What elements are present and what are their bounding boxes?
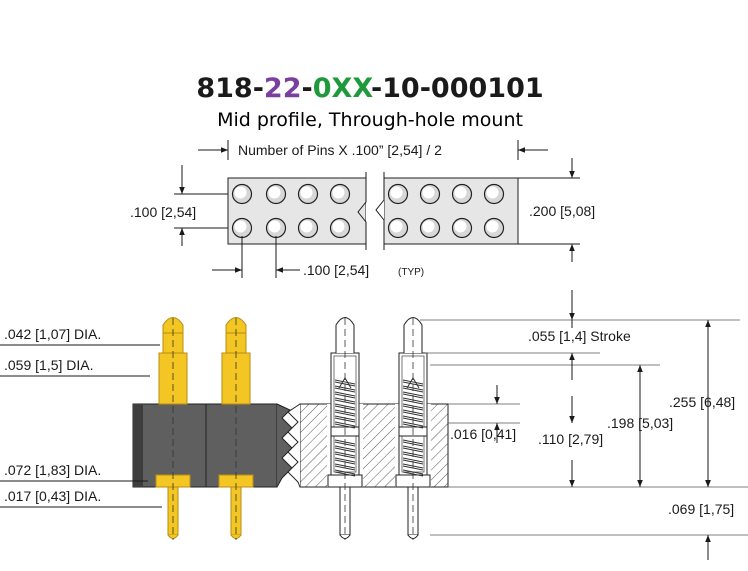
title-part-5: -10-000101 <box>371 73 544 104</box>
title-part-4: 0XX <box>313 73 374 104</box>
title-part-1: 818- <box>196 73 264 104</box>
pin-pitch-note: (TYP) <box>398 267 424 278</box>
row-pitch-label: .100 [2,54] <box>130 204 196 220</box>
dim-198-label: .198 [5,03] <box>607 415 673 431</box>
title-part-2: 22 <box>264 73 302 104</box>
tip-dia-label: .042 [1,07] DIA. <box>4 326 101 342</box>
height-dimensions: .055 [1,4] Stroke .016 [0,41] .110 [2,79… <box>420 290 748 560</box>
plunger-dia-label: .059 [1,5] DIA. <box>4 357 94 373</box>
title-part-3: - <box>302 73 313 104</box>
spring-pin <box>218 317 254 540</box>
part-number-title: 818-22-0XX-10-000101 <box>196 73 543 104</box>
spring-pin-section <box>327 317 363 540</box>
stroke-label: .055 [1,4] Stroke <box>528 328 631 344</box>
tail-dia-label: .017 [0,43] DIA. <box>4 488 101 504</box>
dim-255-label: .255 [6,48] <box>669 394 735 410</box>
spring-pin-section <box>395 317 431 540</box>
top-view: Number of Pins X .100” [2,54] / 2 .100 [… <box>130 140 595 278</box>
dim-069-label: .069 [1,75] <box>668 501 734 517</box>
width-label: .200 [5,08] <box>529 203 595 219</box>
diameter-callouts: .042 [1,07] DIA. .059 [1,5] DIA. .072 [1… <box>0 326 162 508</box>
pin-holes <box>231 183 505 239</box>
length-label: Number of Pins X .100” [2,54] / 2 <box>238 142 442 158</box>
subtitle: Mid profile, Through-hole mount <box>217 109 523 131</box>
pin-pitch-label: .100 [2,54] <box>303 262 369 278</box>
spring-pin <box>155 317 191 540</box>
dim-016-label: .016 [0,41] <box>450 426 516 442</box>
side-view-section <box>287 317 449 540</box>
side-view-external <box>132 317 293 540</box>
barrel-dia-label: .072 [1,83] DIA. <box>4 462 101 478</box>
dim-110-label: .110 [2,79] <box>538 431 603 447</box>
